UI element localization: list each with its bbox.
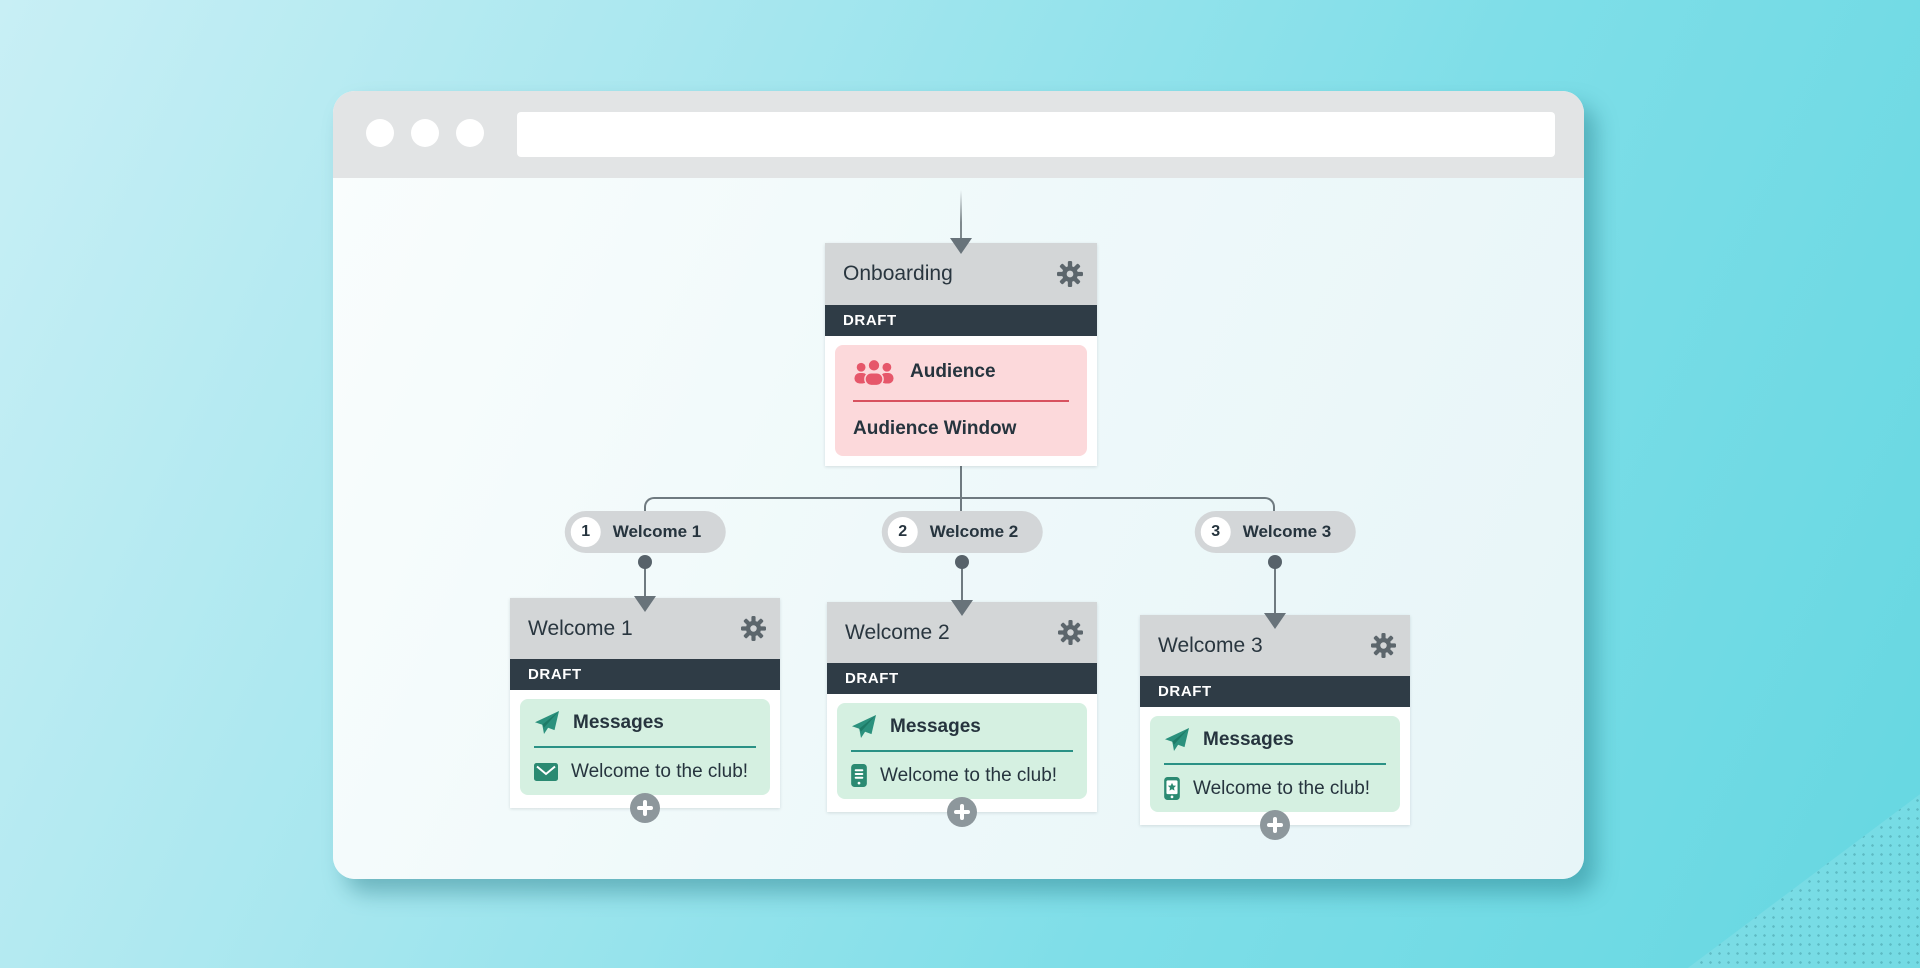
message-text: Welcome to the club! [1193, 777, 1371, 799]
module-sublabel: Audience Window [853, 417, 1017, 439]
card-body: Messages [1140, 707, 1410, 822]
branch-number-badge: 1 [570, 517, 601, 547]
gear-icon [1370, 633, 1396, 658]
module-label: Messages [1203, 728, 1294, 750]
flow-step-card-onboarding[interactable]: Onboarding [825, 243, 1097, 466]
add-step-button[interactable] [630, 793, 660, 823]
status-badge: DRAFT [827, 663, 1097, 694]
window-control-icon[interactable] [366, 119, 394, 147]
connector-line [960, 190, 962, 240]
branch-pill-welcome-1[interactable]: 1 Welcome 1 [564, 511, 726, 553]
settings-button[interactable] [1370, 633, 1396, 659]
connector-dot [955, 555, 969, 569]
messages-module[interactable]: Messages [1150, 716, 1400, 812]
gear-icon [740, 616, 766, 641]
flow-step-card-welcome-3[interactable]: Welcome 3 [1140, 615, 1410, 825]
branch-rail [644, 497, 1275, 513]
arrow-down-icon [634, 596, 656, 612]
card-title: Welcome 1 [528, 616, 633, 640]
audience-module[interactable]: Audience Audience Window [835, 345, 1087, 456]
plus-icon [947, 797, 977, 827]
connector-line [960, 465, 962, 499]
card-body: Messages Welcome to the club! [510, 690, 780, 805]
messages-module[interactable]: Messages [837, 703, 1087, 799]
browser-window: Onboarding [333, 91, 1584, 879]
module-label: Audience [910, 361, 996, 383]
branch-pill-label: Welcome 2 [929, 522, 1019, 541]
window-control-icon[interactable] [456, 119, 484, 147]
paper-plane-icon [1164, 727, 1190, 752]
branch-pill-welcome-2[interactable]: 2 Welcome 2 [881, 511, 1043, 553]
arrow-down-icon [1264, 613, 1286, 629]
flow-step-card-welcome-2[interactable]: Welcome 2 [827, 602, 1097, 812]
settings-button[interactable] [740, 616, 766, 642]
branch-pill-label: Welcome 3 [1242, 522, 1332, 541]
connector-line [960, 499, 962, 513]
connector-dot [638, 555, 652, 569]
status-badge: DRAFT [825, 305, 1097, 336]
settings-button[interactable] [1057, 261, 1083, 287]
push-notification-phone-icon [1164, 777, 1180, 800]
audience-people-icon [853, 358, 895, 387]
message-text: Welcome to the club! [880, 764, 1058, 786]
email-envelope-icon [534, 762, 558, 781]
module-divider [534, 746, 756, 748]
module-divider [853, 399, 1069, 402]
add-step-button[interactable] [1260, 810, 1290, 840]
flow-canvas: Onboarding [333, 178, 1584, 879]
plus-icon [630, 793, 660, 823]
messages-module[interactable]: Messages Welcome to the club! [520, 699, 770, 795]
branch-number-badge: 3 [1200, 517, 1231, 547]
card-body: Messages [827, 694, 1097, 809]
module-divider [1164, 763, 1386, 765]
gear-icon [1057, 620, 1083, 645]
browser-titlebar [333, 91, 1584, 178]
sms-phone-icon [851, 764, 867, 787]
connector-line [644, 567, 646, 598]
gear-icon [1057, 261, 1083, 287]
add-step-button[interactable] [947, 797, 977, 827]
url-bar[interactable] [517, 112, 1555, 157]
branch-pill-label: Welcome 1 [612, 522, 702, 541]
card-header: Welcome 3 [1140, 615, 1410, 676]
flow-step-card-welcome-1[interactable]: Welcome 1 [510, 598, 780, 808]
status-badge: DRAFT [510, 659, 780, 690]
module-label: Messages [890, 715, 981, 737]
settings-button[interactable] [1057, 620, 1083, 646]
branch-pill-welcome-3[interactable]: 3 Welcome 3 [1194, 511, 1356, 553]
window-control-icon[interactable] [411, 119, 439, 147]
connector-dot [1268, 555, 1282, 569]
arrow-down-icon [951, 600, 973, 616]
status-badge: DRAFT [1140, 676, 1410, 707]
module-label: Messages [573, 711, 664, 733]
connector-line [961, 567, 963, 602]
card-title: Onboarding [843, 262, 953, 285]
plus-icon [1260, 810, 1290, 840]
connector-line [1274, 567, 1276, 615]
message-text: Welcome to the club! [571, 760, 749, 782]
arrow-down-icon [950, 238, 972, 254]
paper-plane-icon [534, 710, 560, 735]
card-title: Welcome 2 [845, 620, 950, 644]
card-title: Welcome 3 [1158, 633, 1263, 657]
paper-plane-icon [851, 714, 877, 739]
branch-number-badge: 2 [887, 517, 918, 547]
module-divider [851, 750, 1073, 752]
card-body: Audience Audience Window [825, 336, 1097, 466]
